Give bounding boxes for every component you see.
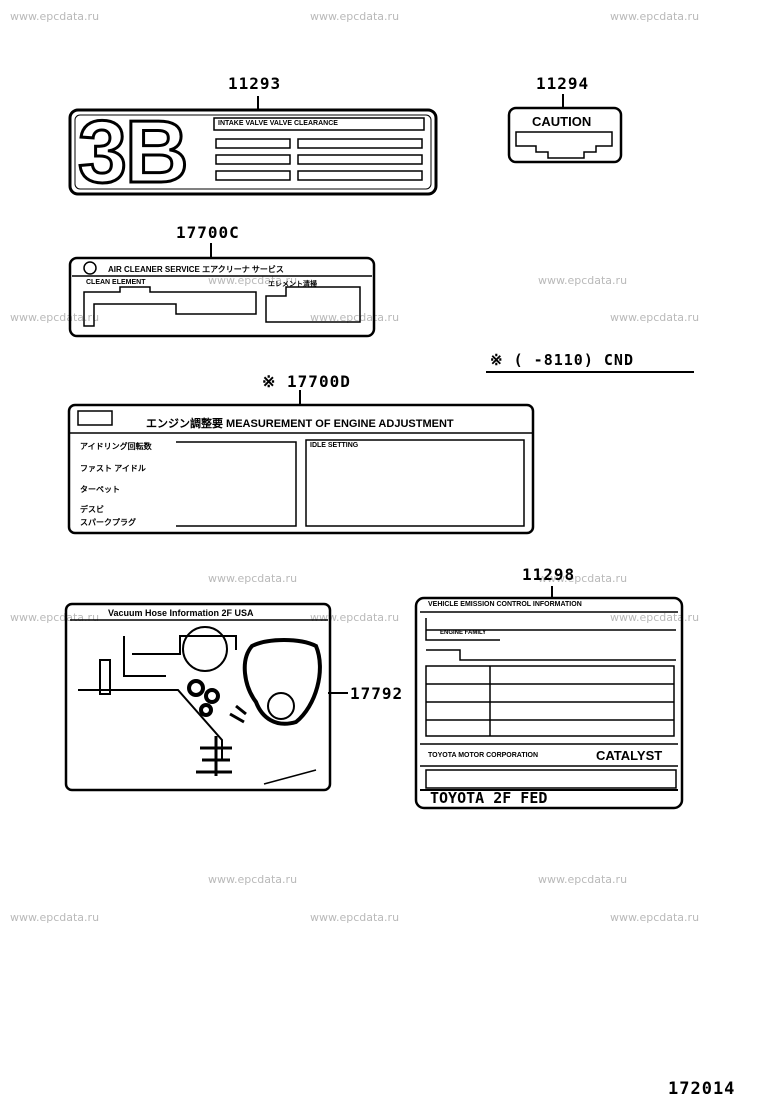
watermark: www.epcdata.ru	[310, 311, 400, 324]
label-17700c-left-label: CLEAN ELEMENT	[86, 279, 146, 286]
part-number-11293[interactable]: 11293	[228, 74, 282, 93]
watermark: www.epcdata.ru	[208, 873, 298, 886]
label-17700d-row: ターペット	[80, 485, 120, 494]
label-17700c-right-label: エレメント清掃	[268, 281, 317, 288]
label-17700d-row: デスビ	[80, 505, 104, 514]
watermark: www.epcdata.ru	[310, 611, 400, 624]
watermark: www.epcdata.ru	[310, 911, 400, 924]
part-number-17700c[interactable]: 17700C	[176, 223, 240, 242]
label-11294	[507, 94, 623, 164]
watermark: www.epcdata.ru	[10, 911, 100, 924]
watermark: www.epcdata.ru	[208, 572, 298, 585]
watermark: www.epcdata.ru	[610, 911, 700, 924]
label-11298-sub-label: ENGINE FAMILY	[440, 630, 487, 636]
label-17792-header: Vacuum Hose Information 2F USA	[108, 608, 254, 618]
label-11298-footer: TOYOTA 2F FED	[430, 789, 548, 807]
watermark: www.epcdata.ru	[10, 311, 100, 324]
label-17700d-right-label: IDLE SETTING	[310, 442, 359, 449]
watermark: www.epcdata.ru	[538, 572, 628, 585]
label-17700d-row: スパークプラグ	[80, 518, 136, 527]
watermark: www.epcdata.ru	[610, 311, 700, 324]
part-number-11294[interactable]: 11294	[536, 74, 590, 93]
watermark: www.epcdata.ru	[538, 274, 628, 287]
label-17792	[64, 602, 348, 792]
label-17700d-row: ファスト アイドル	[80, 464, 146, 473]
applicability-note: ※ ( -8110) CND	[490, 351, 634, 369]
label-17700c	[68, 243, 376, 338]
watermark: www.epcdata.ru	[610, 10, 700, 23]
label-17700c-title: AIR CLEANER SERVICE エアクリーナ サービス	[108, 265, 284, 274]
diagram-id: 172014	[668, 1079, 736, 1099]
part-number-11298[interactable]: 11298	[522, 565, 576, 584]
label-17700d-title: エンジン調整要 MEASUREMENT OF ENGINE ADJUSTMENT	[146, 418, 454, 430]
label-11293-big-text: 3B	[77, 102, 190, 201]
label-11298-header: VEHICLE EMISSION CONTROL INFORMATION	[428, 601, 582, 608]
label-17700d-row: アイドリング回転数	[80, 442, 152, 451]
part-number-17792[interactable]: 17792	[350, 684, 404, 703]
part-number-17700d[interactable]: ※ 17700D	[262, 372, 351, 391]
watermark: www.epcdata.ru	[208, 274, 298, 287]
label-11293	[68, 96, 438, 196]
label-11298-catalyst: CATALYST	[596, 748, 663, 763]
watermark: www.epcdata.ru	[610, 611, 700, 624]
label-11298	[414, 586, 684, 810]
watermark: www.epcdata.ru	[538, 873, 628, 886]
label-17700d	[67, 390, 535, 535]
label-11294-text: CAUTION	[532, 114, 592, 129]
watermark: www.epcdata.ru	[310, 10, 400, 23]
watermark: www.epcdata.ru	[10, 10, 100, 23]
label-11298-maker: TOYOTA MOTOR CORPORATION	[428, 752, 539, 759]
label-11293-header: INTAKE VALVE VALVE CLEARANCE	[218, 120, 338, 127]
